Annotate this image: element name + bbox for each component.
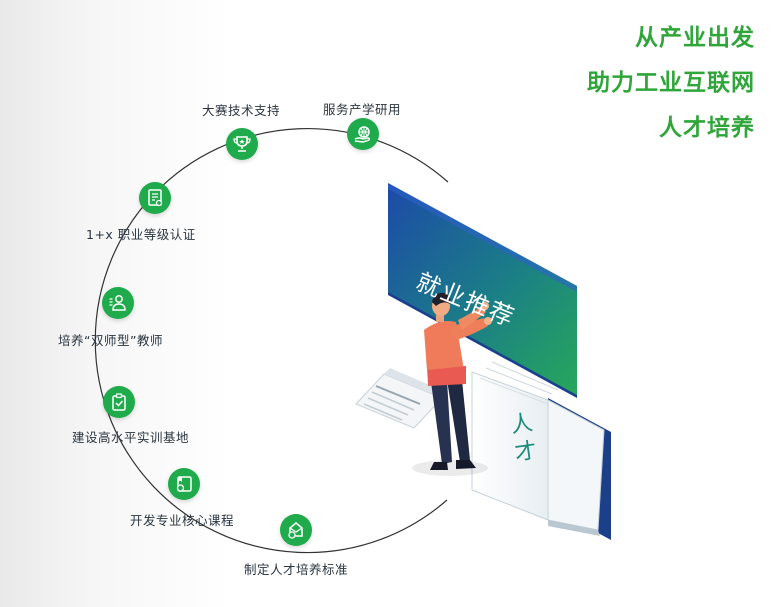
standard-icon <box>280 514 312 546</box>
teacher-icon <box>102 287 134 319</box>
clipboard-icon <box>103 386 135 418</box>
globe-hand-icon <box>347 118 379 150</box>
presenter-figure <box>412 292 492 476</box>
headline-line-1: 从产业出发 <box>635 25 755 51</box>
circle-label-teachers: 培养“双师型”教师 <box>58 333 163 348</box>
certificate-icon <box>139 182 171 214</box>
circle-label-service: 服务产学研用 <box>323 102 402 117</box>
orbit-arc <box>94 127 449 554</box>
open-book <box>471 361 611 540</box>
circle-label-competition: 大赛技术支持 <box>202 103 281 118</box>
circle-label-certification: 1+x 职业等级认证 <box>86 227 196 242</box>
trophy-icon <box>226 128 258 160</box>
course-icon <box>168 468 200 500</box>
circle-label-courses: 开发专业核心课程 <box>130 513 235 528</box>
headline: 从产业出发 助力工业互联网 人才培养 <box>587 16 755 151</box>
headline-line-2: 助力工业互联网 <box>587 70 755 96</box>
recommendation-board <box>388 183 577 398</box>
circle-label-training-base: 建设高水平实训基地 <box>72 430 190 445</box>
circle-label-standards: 制定人才培养标准 <box>244 562 349 577</box>
headline-line-3: 人才培养 <box>659 115 755 141</box>
